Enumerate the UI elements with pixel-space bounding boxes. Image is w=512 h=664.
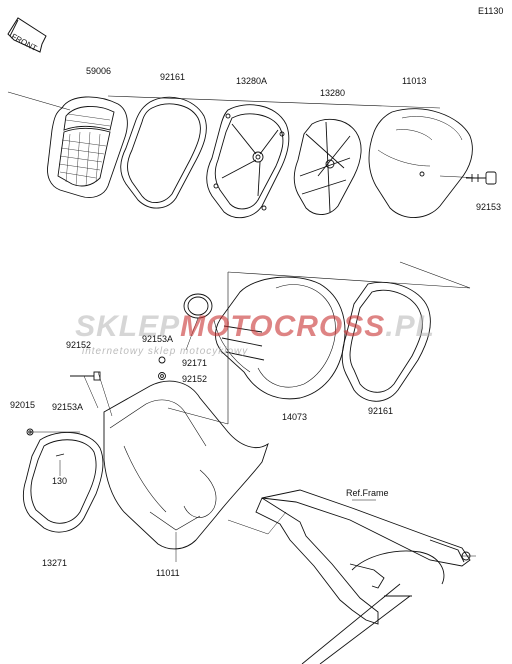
air-duct (213, 276, 346, 400)
part-92153A-left: 92153A (52, 402, 84, 412)
watermark-logo: SKLEPMOTOCROSS.PL (60, 310, 450, 344)
watermark-brand-tld: .PL (385, 310, 435, 343)
part-14073: 14073 (282, 412, 308, 422)
part-92153A-mid: 92153A (142, 334, 174, 344)
part-13280A: 13280A (236, 76, 268, 86)
front-arrow-icon (7, 17, 47, 53)
part-59006: 59006 (86, 66, 112, 76)
watermark-brand-mid: MOTO (180, 310, 274, 343)
diagram-code: E1130 (478, 6, 504, 16)
part-92152-left: 92152 (66, 340, 92, 350)
filter-cover (368, 108, 473, 218)
filter-cage (293, 118, 362, 215)
bolt-92153-icon (439, 171, 497, 185)
part-92161-top: 92161 (160, 72, 186, 82)
ref-frame-label: Ref.Frame (346, 488, 389, 498)
air-filter-element (47, 96, 128, 198)
upper-guide-lines (7, 91, 441, 111)
gasket-upper (120, 96, 207, 209)
part-92161-bottom: 92161 (368, 406, 394, 416)
part-11011: 11011 (156, 568, 180, 578)
part-92152-mid: 92152 (182, 374, 208, 384)
part-92015: 92015 (10, 400, 36, 410)
air-cleaner-case (103, 380, 287, 562)
clamp-ring (183, 293, 213, 351)
side-plate (22, 432, 104, 533)
fastener-group (26, 356, 166, 436)
part-92153: 92153 (476, 202, 502, 212)
frame-reference (255, 489, 476, 664)
gasket-lower (341, 281, 431, 402)
watermark-tagline: internetowy sklep motocyklowy (82, 346, 249, 357)
watermark-brand-left: SKLEP (75, 310, 181, 343)
part-13280: 13280 (320, 88, 346, 98)
filter-holder (206, 104, 290, 219)
part-92171: 92171 (182, 358, 208, 368)
part-13271: 13271 (42, 558, 68, 568)
middle-guide-lines (167, 261, 471, 425)
part-11013: 11013 (402, 76, 427, 86)
part-130: 130 (52, 476, 68, 486)
watermark-brand-right: CROSS (273, 310, 386, 343)
